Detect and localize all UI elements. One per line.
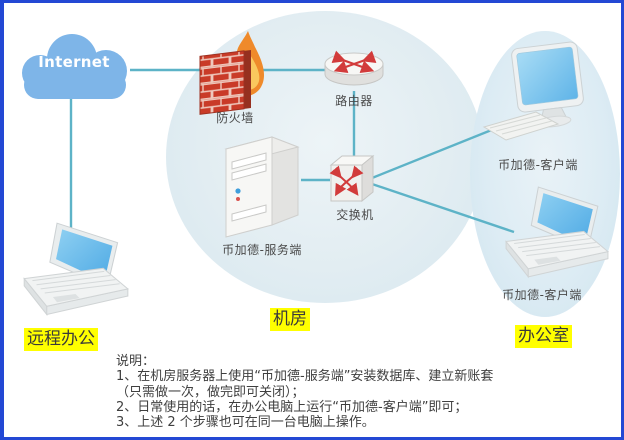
laptop-icon — [23, 222, 129, 316]
server-label: 币加德-服务端 — [222, 243, 302, 257]
router-label: 路由器 — [335, 94, 373, 108]
desktop-client-node — [482, 41, 588, 159]
notes-block: 说明： 1、在机房服务器上使用“币加德-服务端”安装数据库、建立新账套 （只需做… — [116, 354, 493, 430]
internet-node: Internet — [10, 29, 138, 109]
internet-cloud-icon — [22, 34, 127, 99]
notes-title: 说明： — [116, 354, 156, 369]
notes-line-4: 3、上述 2 个步骤也可在同一台电脑上操作。 — [116, 415, 375, 431]
notes-line-2: （只需做一次，做完即可关闭）； — [116, 384, 305, 400]
firewall-icon — [199, 31, 265, 115]
laptop-client-node — [498, 185, 614, 291]
switch-node — [326, 149, 380, 207]
desktop-computer-icon — [482, 41, 584, 141]
switch-icon — [329, 154, 375, 203]
zone-label-office: 办公室 — [515, 325, 572, 349]
wire-switch-laptop — [371, 182, 515, 234]
notes-line-3: 2、日常使用的话，在办公电脑上运行“币加德-客户端”即可； — [116, 399, 468, 415]
router-icon — [324, 50, 384, 86]
wire-switch-desktop — [371, 123, 505, 180]
zone-label-remote-office: 远程办公 — [24, 328, 98, 352]
zone-label-server-room: 机房 — [270, 308, 310, 332]
remote-laptop-node — [16, 221, 134, 329]
internet-label: Internet — [38, 53, 110, 71]
server-tower-icon — [224, 136, 300, 238]
firewall-label: 防火墙 — [216, 111, 254, 125]
desktop-client-label: 币加德-客户端 — [498, 158, 578, 172]
notes-line-1: 1、在机房服务器上使用“币加德-服务端”安装数据库、建立新账套 — [116, 369, 494, 385]
laptop-client-label: 币加德-客户端 — [502, 288, 582, 302]
firewall-node — [194, 29, 276, 117]
router-node — [322, 48, 386, 93]
switch-label: 交换机 — [336, 208, 374, 222]
laptop-icon — [505, 186, 610, 279]
server-node — [214, 125, 308, 239]
